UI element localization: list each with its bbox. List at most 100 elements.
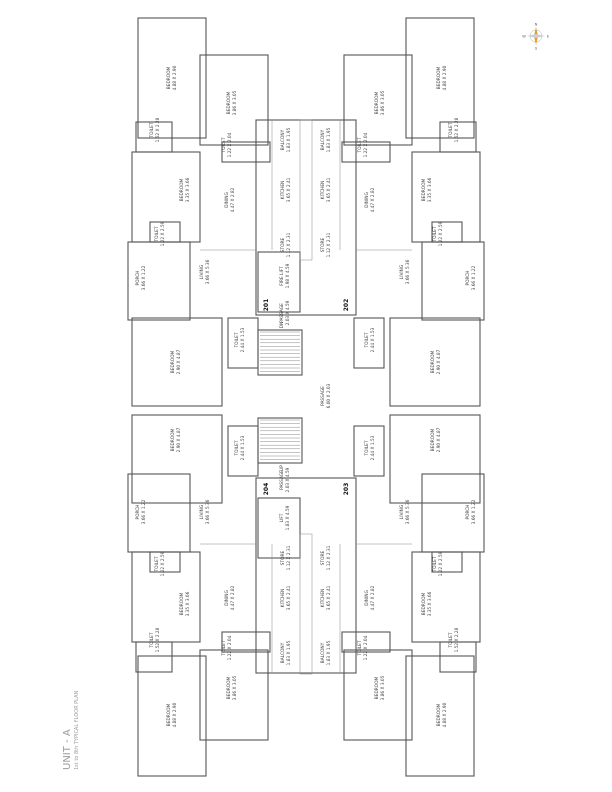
room-dimension: 1.52 X 2.28 bbox=[454, 627, 460, 652]
room-dimension: 1.52 X 2.28 bbox=[454, 117, 460, 142]
room-dimension: 2.90 X 4.87 bbox=[176, 349, 182, 374]
room-name: BALCONY bbox=[320, 642, 326, 663]
room-name: STORE bbox=[280, 237, 286, 252]
room-name: BEDROOM bbox=[436, 66, 442, 89]
stair-up: UP bbox=[279, 465, 285, 471]
room-dimension: 3.86 X 3.05 bbox=[232, 675, 238, 700]
plan-title-text: UNIT - A bbox=[62, 729, 73, 770]
room-dimension: 1.98 X 4.59 bbox=[285, 263, 291, 288]
room-dimension: 3.65 X 2.41 bbox=[326, 585, 332, 610]
room-dimension: 3.35 X 3.66 bbox=[427, 177, 433, 202]
wall-block bbox=[353, 317, 385, 369]
room-dimension: 2.90 X 4.87 bbox=[176, 427, 182, 452]
room-dimension: 2.90 X 4.87 bbox=[436, 427, 442, 452]
room-name: PASSAGE bbox=[279, 303, 285, 323]
wall-block bbox=[343, 54, 413, 146]
room-name: TOILET bbox=[149, 122, 155, 138]
room-dimension: 1.22 X 2.04 bbox=[227, 132, 233, 157]
plan-subtitle-text: 1st to 8th TYPICAL FLOOR PLAN bbox=[74, 691, 80, 770]
room-dimension: 3.35 X 3.66 bbox=[185, 177, 191, 202]
room-name: BEDROOM bbox=[436, 703, 442, 726]
room-dimension: 4.88 X 2.90 bbox=[442, 702, 448, 727]
wall-block bbox=[405, 655, 475, 777]
room-dimension: 4.88 X 2.90 bbox=[172, 702, 178, 727]
wall-block bbox=[131, 317, 223, 407]
room-dimension: 3.66 X 5.36 bbox=[405, 499, 411, 524]
room-name: PORCH bbox=[135, 505, 141, 520]
room-name: KITCHEN bbox=[280, 181, 286, 200]
room-dimension: 1.83 X 1.95 bbox=[326, 640, 332, 665]
compass-n: N bbox=[535, 23, 538, 27]
room-dimension: 2.90 X 4.87 bbox=[436, 349, 442, 374]
compass-e: E bbox=[547, 34, 550, 38]
room-dimension: 3.65 X 2.41 bbox=[286, 177, 292, 202]
room-dimension: 1.22 X 2.04 bbox=[227, 635, 233, 660]
wall-block bbox=[137, 655, 207, 777]
wall-block bbox=[421, 241, 485, 321]
room-dimension: 1.83 X 4.59 bbox=[285, 505, 291, 530]
room-dimension: 4.47 X 2.82 bbox=[230, 187, 236, 212]
room-name: TOILET bbox=[149, 632, 155, 648]
room-name: BEDROOM bbox=[179, 592, 185, 615]
stair-flight-lower bbox=[257, 417, 303, 464]
wall-block bbox=[343, 649, 413, 741]
room-name: TOILET bbox=[364, 440, 370, 456]
room-name: TOILET bbox=[221, 137, 227, 153]
room-dimension: 2.44 X 1.53 bbox=[370, 327, 376, 352]
room-dimension: 1.22 X 2.59 bbox=[438, 221, 444, 246]
room-name: LIVING bbox=[399, 265, 405, 279]
room-name: LIVING bbox=[199, 505, 205, 519]
room-dimension: 4.88 X 2.90 bbox=[442, 65, 448, 90]
room-name: BEDROOM bbox=[421, 178, 427, 201]
room-name: TOILET bbox=[364, 332, 370, 348]
room-dimension: 3.86 X 3.05 bbox=[380, 675, 386, 700]
room-name: BEDROOM bbox=[430, 350, 436, 373]
room-name: BEDROOM bbox=[374, 91, 380, 114]
room-name: TOILET bbox=[432, 226, 438, 242]
room-name: BEDROOM bbox=[179, 178, 185, 201]
room-name: PASSAGE bbox=[279, 470, 285, 490]
room-name: BEDROOM bbox=[430, 428, 436, 451]
fire-lift-shaft bbox=[257, 251, 301, 313]
room-name: TOILET bbox=[448, 632, 454, 648]
room-dimension: 2.03 X 4.59 bbox=[285, 467, 291, 492]
room-name: KITCHEN bbox=[320, 181, 326, 200]
room-name: BEDROOM bbox=[166, 703, 172, 726]
room-dimension: 1.83 X 1.95 bbox=[326, 127, 332, 152]
room-dimension: 4.47 X 2.82 bbox=[230, 585, 236, 610]
unit-203: 203 bbox=[343, 483, 350, 496]
